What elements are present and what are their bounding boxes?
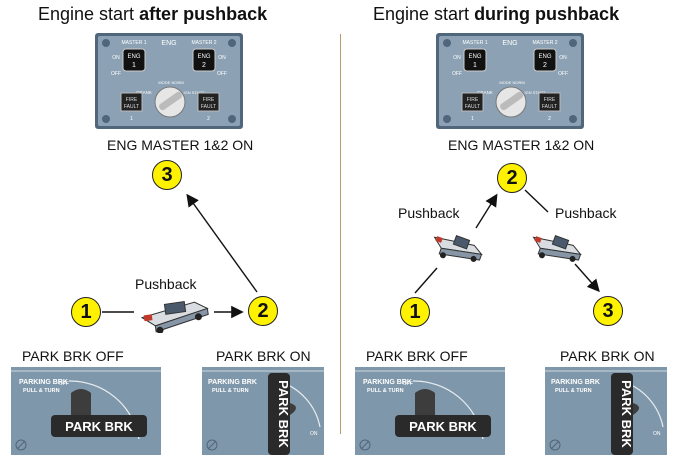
- right-title-bold: during pushback: [474, 4, 620, 24]
- park-brake-panel-on-left: PARKING BRK PULL & TURN ON PARK BRK: [202, 367, 324, 455]
- right-step-1: 1: [400, 297, 430, 327]
- eng1-switch: [122, 48, 146, 72]
- panel-text: FAULT: [201, 104, 216, 110]
- panel-text: IGN START: [525, 90, 547, 95]
- park-brk-handle: [51, 415, 147, 437]
- right-pushback-label-1: Pushback: [398, 205, 460, 221]
- right-park-off-label: PARK BRK OFF: [366, 348, 468, 364]
- line-2-to-pushback-right: [524, 189, 549, 213]
- arrow-2-to-3: [186, 193, 258, 293]
- arrow-pushback-to-3-right: [574, 263, 600, 293]
- panel-text: ENG: [197, 54, 210, 60]
- panel-text: 2: [202, 62, 206, 69]
- panel-text: PARK BRK: [65, 419, 133, 434]
- eng-label: ENG: [161, 40, 176, 47]
- panel-text: OFF: [403, 381, 413, 387]
- panel-text: FAULT: [465, 104, 480, 110]
- pushback-tug-icon: [140, 301, 209, 333]
- right-pushback-label-2: Pushback: [555, 205, 617, 221]
- left-eng-master-label: ENG MASTER 1&2 ON: [107, 137, 254, 153]
- panel-text: ENG: [502, 40, 517, 47]
- panel-text: FAULT: [124, 104, 139, 110]
- panel-text: PARKING BRK: [19, 379, 68, 386]
- eng-master-panel-right: MASTER 1 ENG MASTER 2 ENG 1 ENG 2 ON OFF…: [436, 33, 584, 129]
- right-step-2: 2: [497, 163, 527, 193]
- left-pushback-label: Pushback: [135, 276, 197, 292]
- panel-text: ON: [112, 55, 120, 61]
- left-title-bold: after pushback: [139, 4, 268, 24]
- panel-text: ENG: [468, 54, 481, 60]
- eng2-switch: [192, 48, 216, 72]
- panel-text: 2: [543, 62, 547, 69]
- eng-master-panel-left: MASTER 1 ENG MASTER 2 ENG 1 ENG 2 ON OFF…: [95, 33, 243, 129]
- panel-text: FIRE: [544, 97, 556, 103]
- left-title-prefix: Engine start: [38, 4, 140, 24]
- panel-text: OFF: [452, 71, 462, 77]
- panel-text: FIRE: [467, 97, 479, 103]
- panel-text: PARK BRK: [409, 419, 477, 434]
- pushback-tug-icon-right-2: [532, 235, 582, 262]
- left-park-on-label: PARK BRK ON: [216, 348, 311, 364]
- panel-text: MODE NORM: [158, 80, 183, 85]
- panel-text: FIRE: [126, 97, 138, 103]
- panel-text: FIRE: [203, 97, 215, 103]
- panel-text: FAULT: [542, 104, 557, 110]
- panel-text: MASTER 1: [462, 40, 487, 46]
- panel-text: PARK BRK: [619, 380, 634, 448]
- panel-text: 1: [130, 116, 133, 122]
- panel-text: ON: [310, 431, 318, 437]
- panel-text: PULL & TURN: [23, 388, 60, 394]
- left-step-3: 3: [152, 160, 182, 190]
- park-brake-panel-off-left: PARKING BRK PULL & TURN OFF PARK BRK: [11, 367, 161, 455]
- panel-text: OFF: [558, 71, 568, 77]
- panel-text: 1: [132, 62, 136, 69]
- panel-text: ON: [653, 431, 661, 437]
- panel-text: OFF: [111, 71, 121, 77]
- panel-text: ON: [218, 55, 226, 61]
- panel-text: OFF: [59, 381, 69, 387]
- panel-text: PULL & TURN: [367, 388, 404, 394]
- fire-fault-2: [197, 92, 220, 112]
- panel-text: MASTER 2: [532, 40, 557, 46]
- panel-text: 1: [473, 62, 477, 69]
- park-brk-handle-on: [268, 373, 290, 455]
- master1-label: MASTER 1: [121, 40, 146, 46]
- master2-label: MASTER 2: [191, 40, 216, 46]
- panel-text: ENG: [127, 54, 140, 60]
- panel-text: ON: [559, 55, 567, 61]
- panel-text: MODE NORM: [499, 80, 524, 85]
- left-step-1: 1: [71, 297, 101, 327]
- right-title: Engine start during pushback: [373, 4, 619, 25]
- panel-text: 1: [471, 116, 474, 122]
- left-park-off-label: PARK BRK OFF: [22, 348, 124, 364]
- panel-text: ON: [453, 55, 461, 61]
- left-title: Engine start after pushback: [38, 4, 267, 25]
- right-step-3: 3: [593, 296, 623, 326]
- panel-text: 2: [207, 116, 210, 122]
- panel-text: PARKING BRK: [208, 379, 257, 386]
- park-brake-panel-on-right: PARKING BRK PULL & TURN ON PARK BRK: [545, 367, 667, 455]
- column-divider: [340, 34, 341, 434]
- panel-text: 2: [548, 116, 551, 122]
- panel-text: PARKING BRK: [363, 379, 412, 386]
- panel-text: PARK BRK: [276, 380, 291, 448]
- panel-text: OFF: [217, 71, 227, 77]
- pushback-tug-icon-right-1: [433, 235, 483, 262]
- line-1-to-pushback-right: [414, 267, 438, 294]
- right-park-on-label: PARK BRK ON: [560, 348, 655, 364]
- panel-text: PULL & TURN: [212, 388, 249, 394]
- panel-text: CRANK: [477, 90, 493, 95]
- panel-text: CRANK: [136, 90, 152, 95]
- fire-fault-1: [120, 92, 143, 112]
- panel-text: PARKING BRK: [551, 379, 600, 386]
- right-title-prefix: Engine start: [373, 4, 475, 24]
- arrow-pushback-to-2-right: [475, 193, 498, 229]
- panel-text: ENG: [538, 54, 551, 60]
- panel-text: PULL & TURN: [555, 388, 592, 394]
- panel-text: IGN START: [184, 90, 206, 95]
- right-eng-master-label: ENG MASTER 1&2 ON: [448, 137, 595, 153]
- left-step-2: 2: [248, 296, 278, 326]
- park-brake-panel-off-right: PARKING BRK PULL & TURN OFF PARK BRK: [355, 367, 505, 455]
